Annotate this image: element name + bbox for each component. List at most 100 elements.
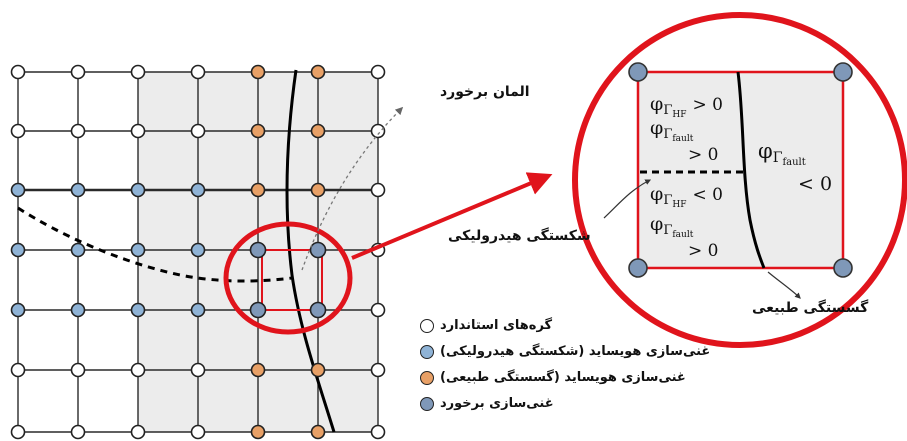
- shaded-cell: [138, 72, 198, 131]
- hydraulic-fracture-enriched-node: [70, 242, 86, 258]
- shaded-cell: [138, 190, 198, 250]
- zoom-junction-node-br: [833, 258, 853, 278]
- standard-node: [370, 123, 386, 139]
- hydraulic-fracture-enriched-node: [190, 302, 206, 318]
- zoom-junction-node-tl: [628, 62, 648, 82]
- zoom-natural-fracture: [736, 71, 766, 269]
- legend-item: غنی‌سازی برخورد: [420, 396, 720, 411]
- natural-fracture-label: گسستگی طبیعی: [752, 300, 869, 316]
- zoom-shade-right: [741, 72, 843, 268]
- phi-hf-negative: φΓHF< 0: [650, 183, 723, 210]
- natural-fracture-enriched-node: [310, 362, 326, 378]
- phi-fault-negative: φΓfault: [758, 139, 806, 168]
- standard-node: [10, 424, 26, 440]
- phi-fault-negative-value: < 0: [798, 173, 832, 195]
- enrichment-element-square: [261, 249, 323, 311]
- shaded-cell: [138, 310, 198, 370]
- hydraulic-fracture-enriched-node: [10, 302, 26, 318]
- standard-node: [70, 64, 86, 80]
- zoom-element-square: [636, 70, 845, 270]
- legend-label: غنی‌سازی هویساید (شکستگی هیدرولیکی): [440, 344, 711, 359]
- zoom-arrow: [351, 172, 553, 260]
- standard-node: [130, 424, 146, 440]
- shaded-cell: [258, 310, 318, 370]
- natural-fracture-enriched-node: [310, 182, 326, 198]
- shaded-cell: [138, 370, 198, 432]
- legend-item: غنی‌سازی هویساید (شکستگی هیدرولیکی): [420, 344, 720, 359]
- hydraulic-fracture-label: شکستگی هیدرولیکی: [448, 228, 591, 244]
- shaded-cell: [318, 370, 378, 432]
- shaded-cell: [198, 190, 258, 250]
- zoom-shade-left: [638, 72, 741, 268]
- hydraulic-label-pointer: [603, 179, 652, 219]
- junction-enriched-node: [249, 301, 267, 319]
- natural-fracture-enriched-node: [310, 64, 326, 80]
- standard-node: [130, 362, 146, 378]
- mesh-shaded-cells: [138, 72, 378, 432]
- legend-marker-hydraulic: [420, 344, 434, 359]
- standard-node: [70, 362, 86, 378]
- natural-fracture-enriched-node: [250, 182, 266, 198]
- phi-fault-positive-lower-value: > 0: [688, 241, 718, 261]
- hydraulic-fracture-enriched-node: [130, 182, 146, 198]
- standard-node: [370, 64, 386, 80]
- natural-fracture-curve: [285, 69, 336, 433]
- shaded-cell: [318, 190, 378, 250]
- phi-hf-positive: φΓHF> 0: [650, 93, 723, 120]
- legend-marker-natural: [420, 370, 434, 385]
- hydraulic-fracture-enriched-node: [70, 302, 86, 318]
- shaded-cell: [138, 131, 198, 190]
- shaded-cell: [198, 131, 258, 190]
- highlight-circle-small: [223, 221, 353, 335]
- legend-item: گره‌های استاندارد: [420, 318, 720, 333]
- zoom-junction-node-bl: [628, 258, 648, 278]
- shaded-cell: [198, 370, 258, 432]
- natural-fracture-enriched-node: [250, 64, 266, 80]
- natural-fracture-enriched-node: [250, 362, 266, 378]
- hydraulic-fracture-dashed: [17, 206, 293, 283]
- standard-node: [70, 424, 86, 440]
- hydraulic-fracture-enriched-node: [10, 182, 26, 198]
- hydraulic-fracture-enriched-node: [190, 242, 206, 258]
- standard-node: [70, 123, 86, 139]
- hydraulic-fracture-enriched-node: [130, 302, 146, 318]
- shaded-cell: [138, 250, 198, 310]
- standard-node: [370, 362, 386, 378]
- shaded-cell: [258, 370, 318, 432]
- legend: گره‌های استاندارد غنی‌سازی هویساید (شکستگ…: [420, 318, 720, 428]
- standard-node: [10, 123, 26, 139]
- natural-fracture-enriched-node: [310, 424, 326, 440]
- hydraulic-fracture-enriched-node: [190, 182, 206, 198]
- hydraulic-fracture-enriched-node: [70, 182, 86, 198]
- legend-item: غنی‌سازی هویساید (گسستگی طبیعی): [420, 370, 720, 385]
- standard-node: [370, 424, 386, 440]
- junction-enriched-node: [309, 301, 327, 319]
- natural-fracture-enriched-node: [250, 424, 266, 440]
- hydraulic-fracture-enriched-node: [10, 242, 26, 258]
- legend-label: غنی‌سازی برخورد: [440, 396, 554, 411]
- mesh-nodes: [10, 64, 386, 440]
- enrichment-element-label: المان برخورد: [440, 84, 530, 100]
- zoom-math-labels: φΓHF> 0 φΓfault > 0 φΓfault < 0 φΓHF< 0 …: [650, 93, 832, 261]
- standard-node: [190, 64, 206, 80]
- element-pointer-arrow: [301, 106, 404, 271]
- standard-node: [10, 362, 26, 378]
- junction-enriched-node: [309, 241, 327, 259]
- legend-label: گره‌های استاندارد: [440, 318, 553, 333]
- standard-node: [130, 64, 146, 80]
- natural-fracture-enriched-node: [310, 123, 326, 139]
- junction-enriched-node: [249, 241, 267, 259]
- legend-marker-standard: [420, 318, 434, 333]
- legend-label: غنی‌سازی هویساید (گسستگی طبیعی): [440, 370, 686, 385]
- phi-fault-positive-upper-value: > 0: [688, 145, 718, 165]
- legend-marker-junction: [420, 396, 434, 411]
- standard-node: [370, 182, 386, 198]
- shaded-cell: [258, 72, 318, 131]
- shaded-cell: [318, 72, 378, 131]
- phi-fault-positive-lower: φΓfault: [650, 213, 694, 240]
- natural-fracture-enriched-node: [250, 123, 266, 139]
- standard-node: [190, 123, 206, 139]
- standard-node: [370, 302, 386, 318]
- natural-label-pointer: [767, 271, 801, 299]
